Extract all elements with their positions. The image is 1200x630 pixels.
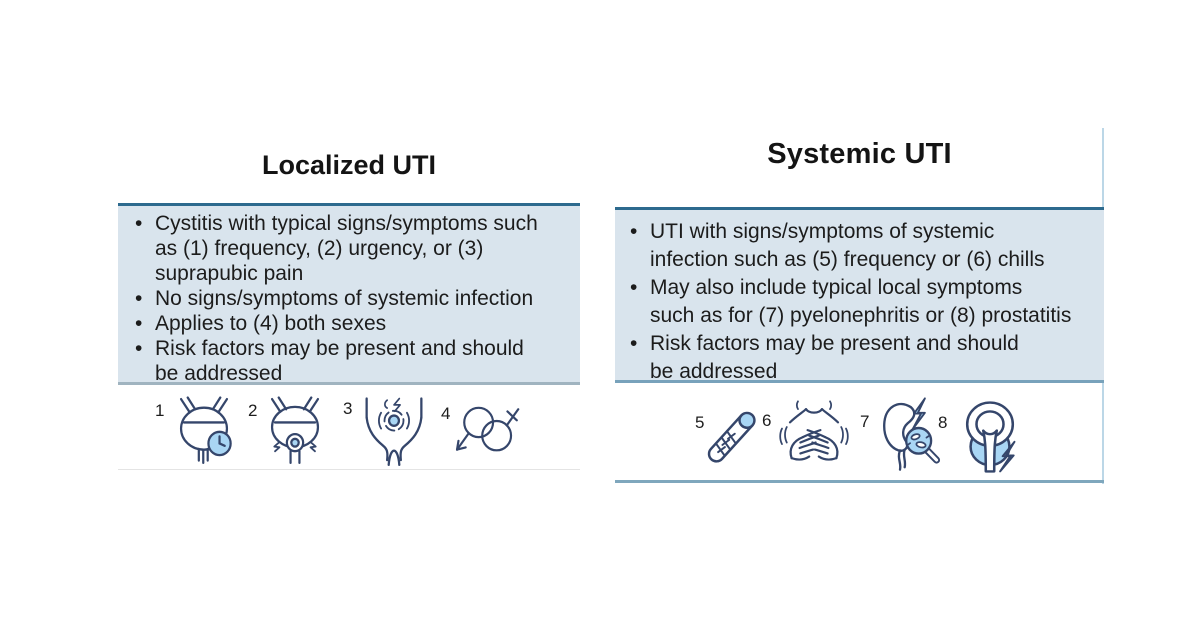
icon-number-label: 7 <box>860 412 870 431</box>
icon-number-label: 6 <box>762 411 772 430</box>
icon-number-label: 5 <box>695 413 705 432</box>
list-item: Risk factors may be present and should b… <box>628 330 1100 386</box>
list-item: No signs/symptoms of systemic infection <box>133 286 576 311</box>
kidney-magnifier-pyelonephritis-icon <box>883 397 941 471</box>
list-item: May also include typical local symptoms … <box>628 274 1100 330</box>
bladder-urgency-icon <box>270 396 320 465</box>
male-female-symbols-icon <box>455 406 520 452</box>
systemic-uti-title: Systemic UTI <box>767 138 952 170</box>
left-panel-bottom-rule <box>118 469 580 470</box>
icon-number-label: 3 <box>343 399 353 418</box>
chills-shivering-hands-icon <box>779 400 849 461</box>
icon-number-label: 1 <box>155 401 165 420</box>
icon-number-label: 8 <box>938 413 948 432</box>
list-item: Applies to (4) both sexes <box>133 311 576 336</box>
list-item: Cystitis with typical signs/symptoms suc… <box>133 211 576 286</box>
bladder-clock-frequency-icon <box>179 396 232 465</box>
icon-number-label: 2 <box>248 401 258 420</box>
list-item: UTI with signs/symptoms of systemic infe… <box>628 218 1100 274</box>
bladder-prostate-lightning-icon <box>965 401 1016 473</box>
list-item: Risk factors may be present and should b… <box>133 336 576 386</box>
thermometer-fever-icon <box>707 411 756 463</box>
suprapubic-pain-icon <box>365 397 423 467</box>
right-panel-bottom-rule <box>615 480 1104 483</box>
localized-bullet-list: Cystitis with typical signs/symptoms suc… <box>118 206 580 386</box>
localized-uti-title: Localized UTI <box>261 150 437 180</box>
icon-number-label: 4 <box>441 404 451 423</box>
systemic-uti-box: UTI with signs/symptoms of systemic infe… <box>615 207 1104 383</box>
localized-uti-box: Cystitis with typical signs/symptoms suc… <box>118 203 580 385</box>
systemic-bullet-list: UTI with signs/symptoms of systemic infe… <box>615 210 1104 386</box>
